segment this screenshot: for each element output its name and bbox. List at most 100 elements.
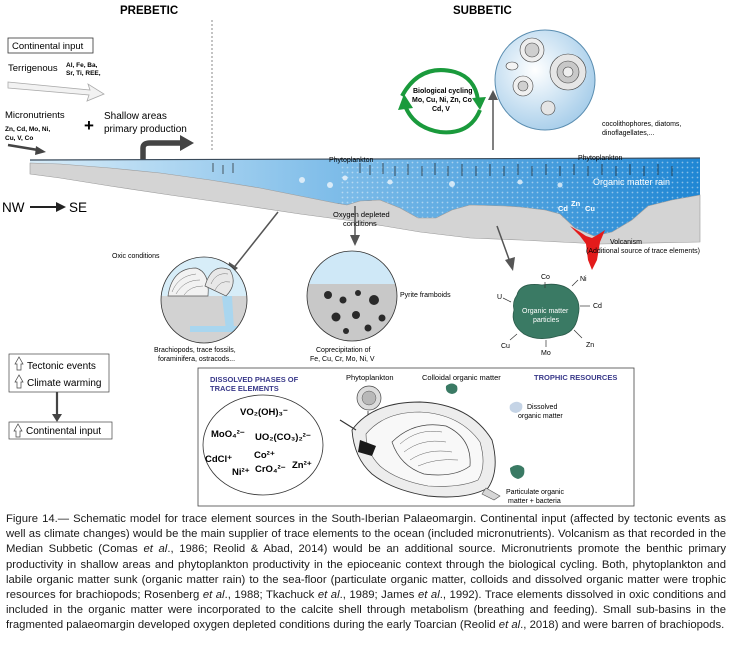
- callout-particles-head: [505, 257, 515, 271]
- particle-ni: Ni: [580, 276, 587, 283]
- particle-co: Co: [541, 274, 550, 281]
- caption-text: ., 1992). Trace elements dissolved in ox…: [6, 589, 727, 632]
- phytoplankton-right-label: Phytoplankton: [578, 155, 622, 162]
- organic-particles-label-1: Organic matter: [522, 308, 569, 315]
- shallow-areas-1: Shallow areas: [104, 111, 167, 122]
- dissolved-phases-title-1: DISSOLVED PHASES OF: [210, 375, 299, 384]
- volcanism-cd: Cd: [558, 204, 568, 213]
- caption-etal: et al: [143, 543, 168, 556]
- upwelling-arrowhead: [488, 90, 498, 100]
- plankton-list-2: dinoflagellates,...: [602, 130, 655, 137]
- coccolithophore-cells: [505, 37, 587, 116]
- prebetic-header: PREBETIC: [120, 5, 178, 17]
- dissolved-species-ellipse: [202, 394, 324, 496]
- caption-text: ., 1989; James: [339, 589, 418, 602]
- phytoplankton-dots: [299, 175, 563, 188]
- terrigenous-label: Terrigenous: [8, 63, 58, 74]
- micronutrients-elements-2: Cu, V, Co: [5, 135, 33, 142]
- species-uo: UO₂(CO₃)₂²⁻: [255, 432, 311, 443]
- volcanism-label-2: (Additional source of trace elements): [586, 248, 700, 255]
- dissolved-phases-title-2: TRACE ELEMENTS: [210, 384, 279, 393]
- micronutrients-arrow: [7, 143, 39, 152]
- anoxic-circle: [307, 251, 397, 341]
- particle-u: U: [497, 294, 502, 301]
- brachiopod-cross-section: [339, 401, 501, 501]
- callout-oxic: [231, 211, 279, 271]
- legend-box-continental: [8, 421, 113, 440]
- micronutrients-elements-1: Zn, Cd, Mo, Ni,: [5, 126, 50, 133]
- plus-sign: +: [84, 116, 94, 135]
- particle-mo: Mo: [541, 350, 551, 357]
- species-moo: MoO₄²⁻: [211, 429, 245, 440]
- terrigenous-arrow: [7, 81, 105, 102]
- colloid-particle: [445, 383, 458, 394]
- species-zn: Zn²⁺: [292, 460, 312, 471]
- legend-tectonic-events: Tectonic events: [27, 361, 96, 372]
- continental-input-label: Continental input: [12, 41, 84, 52]
- particulate-organic-label-1: Particulate organic: [506, 489, 564, 496]
- figure-caption: Figure 14.— Schematic model for trace el…: [6, 512, 726, 634]
- caption-text: ., 2018) and were barren of brachiopods.: [520, 619, 725, 632]
- dissolved-organic-label-1: Dissolved: [527, 404, 557, 411]
- direction-nw: NW: [2, 200, 25, 215]
- volcanism-plume: [570, 226, 605, 270]
- species-cdcl: CdCl⁺: [205, 454, 232, 465]
- particle-zn: Zn: [586, 342, 594, 349]
- biological-cycling-elements-1: Mo, Cu, Ni, Zn, Co: [412, 97, 472, 104]
- caption-etal: et al: [202, 589, 225, 602]
- seafloor-rock: [29, 162, 701, 245]
- shallow-production-arrow: [140, 140, 181, 160]
- terrigenous-elements-1: Al, Fe, Ba,: [66, 62, 98, 69]
- legend-connector-head: [52, 414, 62, 422]
- tectonic-events-icon: [14, 356, 24, 371]
- coprecipitation-1: Coprecipitation of: [316, 347, 371, 354]
- pyrite-framboid-icons: [324, 290, 386, 334]
- caption-text: ., 1988; Tkachuck: [224, 589, 318, 602]
- micronutrients-arrowhead: [35, 146, 46, 155]
- sea-dot-texture: [340, 160, 700, 236]
- colloidal-organic-matter-label: Colloidal organic matter: [422, 373, 501, 382]
- pyrite-framboids-label: Pyrite framboids: [400, 292, 451, 299]
- oxygen-depleted-1: Oxygen depleted: [333, 210, 390, 219]
- caption-text: ., 1986; Reolid & Abad, 2014) would be a…: [6, 543, 726, 602]
- volcanism-label-1: Volcanism: [610, 239, 642, 246]
- legend-box-events: [8, 353, 110, 393]
- cycling-arrow-bottom-head: [398, 94, 413, 110]
- callout-anoxic-head: [350, 235, 360, 246]
- bivalve-icon: [204, 267, 234, 297]
- particulate-organic-label-2: matter + bacteria: [508, 498, 561, 505]
- sea-surface-line: [29, 157, 701, 161]
- biological-cycling-elements-2: Cd, V: [432, 106, 450, 113]
- brachiopods-label-1: Brachiopods, trace fossils,: [154, 347, 236, 354]
- dissolved-organic-label-2: organic matter: [518, 413, 563, 420]
- brachiopods-label-2: foraminifera, ostracods...: [158, 356, 235, 363]
- terrigenous-elements-2: Sr, Ti, REE,: [66, 70, 101, 77]
- organic-matter-rain-label: Organic matter rain: [593, 177, 670, 187]
- inset-phytoplankton-label: Phytoplankton: [346, 373, 394, 382]
- legend-continental-input: Continental input: [26, 426, 101, 437]
- caption-text: Schematic model for trace element source…: [6, 513, 726, 556]
- oxygen-depleted-2: conditions: [343, 219, 377, 228]
- volcanism-zn: Zn: [571, 199, 581, 208]
- biological-cycling-title: Biological cycling: [413, 88, 473, 95]
- micronutrients-label: Micronutrients: [5, 110, 65, 121]
- shallow-production-arrowhead: [180, 135, 194, 151]
- species-cro: CrO₄²⁻: [255, 464, 286, 475]
- caption-etal: et al: [317, 589, 340, 602]
- continental-input-icon: [13, 423, 23, 438]
- direction-se: SE: [69, 200, 87, 215]
- species-vo: VO₂(OH)₃⁻: [240, 407, 288, 418]
- callout-particles: [496, 225, 511, 263]
- oxic-conditions-label: Oxic conditions: [112, 253, 160, 260]
- phytoplankton-left-label: Phytoplankton: [329, 157, 373, 164]
- schematic-figure: PREBETIC SUBBETIC Continental input Terr…: [2, 5, 701, 507]
- cycling-arrow-top: [400, 68, 480, 101]
- dissolved-organic-blob: [509, 401, 523, 413]
- particle-cu: Cu: [501, 343, 510, 350]
- caption-etal: et al: [498, 619, 521, 632]
- legend-climate-warming: Climate warming: [27, 378, 101, 389]
- climate-warming-icon: [14, 374, 24, 389]
- subbetic-header: SUBBETIC: [453, 5, 512, 17]
- volcanism-cu: Cu: [585, 204, 595, 213]
- shallow-areas-2: primary production: [104, 124, 187, 135]
